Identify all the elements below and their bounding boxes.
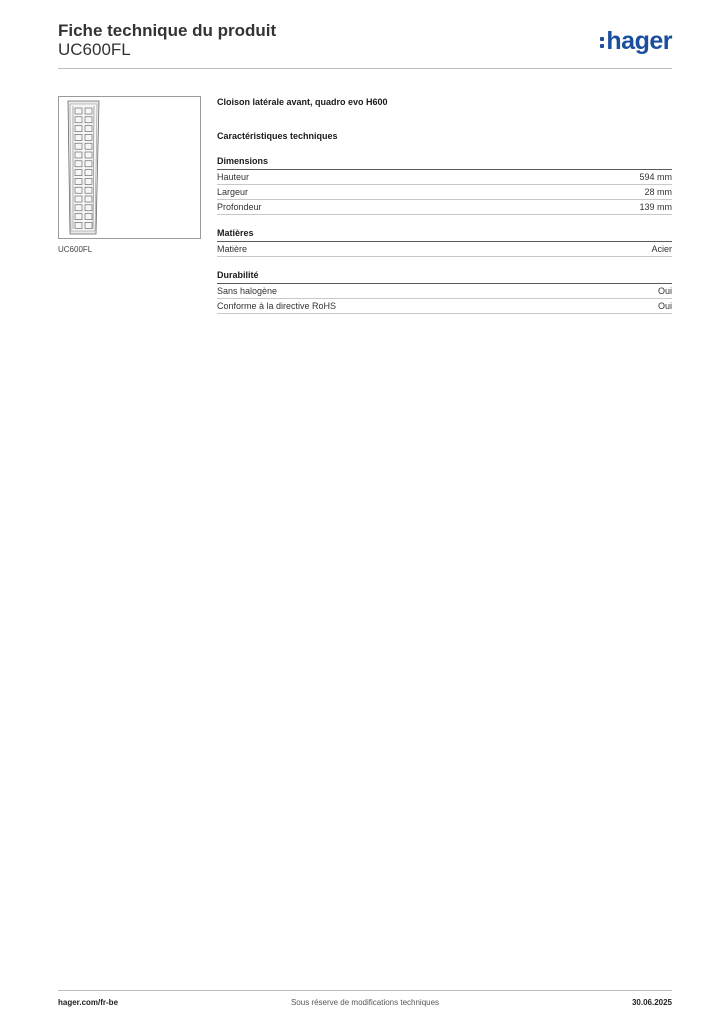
- page-footer: hager.com/fr-be Sous réserve de modifica…: [58, 998, 672, 1012]
- spec-label: Sans halogène: [217, 286, 278, 296]
- spec-group-dimensions: Dimensions Hauteur 594 mm Largeur 28 mm …: [217, 155, 672, 215]
- page-title: Fiche technique du produit: [58, 21, 277, 40]
- product-image-frame: [58, 96, 201, 239]
- spec-group-title: Durabilité: [217, 269, 672, 284]
- spec-group-materials: Matières Matière Acier: [217, 227, 672, 257]
- spec-label: Matière: [217, 244, 248, 254]
- spec-row: Largeur 28 mm: [217, 185, 672, 200]
- footer-divider: [58, 990, 672, 991]
- logo-text: hager: [606, 27, 672, 55]
- product-details: Cloison latérale avant, quadro evo H600 …: [217, 96, 672, 314]
- page-header: Fiche technique du produit UC600FL hager: [58, 20, 672, 68]
- spec-value: Acier: [651, 244, 672, 254]
- spec-value: 28 mm: [644, 187, 672, 197]
- footer-date: 30.06.2025: [631, 998, 672, 1007]
- product-name: Cloison latérale avant, quadro evo H600: [217, 97, 388, 107]
- spec-group-title: Matières: [217, 227, 672, 242]
- footer-disclaimer: Sous réserve de modifications techniques: [290, 998, 440, 1007]
- spec-row: Profondeur 139 mm: [217, 200, 672, 215]
- footer-website-link[interactable]: hager.com/fr-be: [58, 998, 119, 1007]
- spec-group-title: Dimensions: [217, 155, 672, 170]
- specs-title: Caractéristiques techniques: [217, 131, 338, 141]
- spec-row: Matière Acier: [217, 242, 672, 257]
- spec-value: Oui: [657, 286, 672, 296]
- spec-label: Largeur: [217, 187, 249, 197]
- spec-label: Profondeur: [217, 202, 262, 212]
- spec-row: Sans halogène Oui: [217, 284, 672, 299]
- spec-label: Conforme à la directive RoHS: [217, 301, 337, 311]
- product-reference: UC600FL: [58, 40, 131, 59]
- spec-value: 139 mm: [639, 202, 672, 212]
- spec-row: Conforme à la directive RoHS Oui: [217, 299, 672, 314]
- hager-logo: hager: [600, 26, 672, 56]
- product-image: [67, 100, 100, 235]
- spec-value: 594 mm: [639, 172, 672, 182]
- spec-group-durability: Durabilité Sans halogène Oui Conforme à …: [217, 269, 672, 314]
- spec-label: Hauteur: [217, 172, 250, 182]
- logo-mark-icon: [600, 37, 605, 48]
- header-divider: [58, 68, 672, 69]
- spec-row: Hauteur 594 mm: [217, 170, 672, 185]
- spec-value: Oui: [657, 301, 672, 311]
- image-caption: UC600FL: [58, 245, 93, 254]
